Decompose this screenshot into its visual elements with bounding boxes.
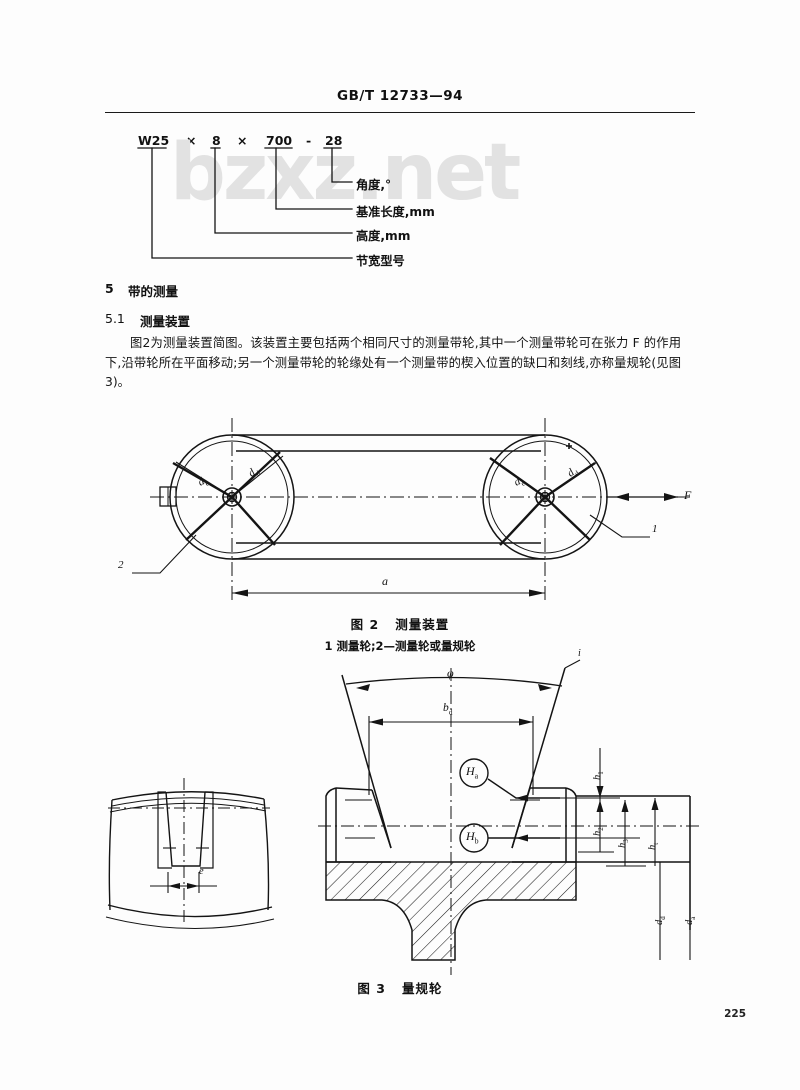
designation-part-5: - <box>306 133 312 148</box>
designation-callout-height: 高度,mm <box>356 229 411 243</box>
clause-5-1-number: 5.1 <box>105 311 125 326</box>
figure3-label-datum-width: bd <box>443 702 453 717</box>
clause-5-1-paragraph: 图2为测量装置简图。该装置主要包括两个相同尺寸的测量带轮,其中一个测量带轮可在张… <box>105 336 681 389</box>
page-number: 225 <box>724 1008 746 1020</box>
designation-part-1: × <box>186 133 197 148</box>
figure-2-caption: 图 2 测量装置 <box>350 617 450 632</box>
designation-part-2: 8 <box>212 133 221 148</box>
clause-5-title: 带的测量 <box>128 284 179 299</box>
designation-diagram: W25 × 8 × 700 - 28 <box>138 133 558 263</box>
figure3-label-H-b: Hb <box>466 829 479 846</box>
figure2-label-force-F: F <box>684 488 692 502</box>
header-rule <box>105 112 695 113</box>
figure2-callout-1: 1 <box>652 523 658 535</box>
figure-3-caption: 图 3 量规轮 <box>357 981 443 996</box>
watermark-text: bzxz.net <box>170 128 521 218</box>
designation-part-0: W25 <box>138 133 170 148</box>
designation-part-6: 28 <box>325 133 343 148</box>
figure3-label-e: e <box>199 866 204 877</box>
designation-part-3: × <box>237 133 248 148</box>
figure3-label-groove-angle: φ <box>447 666 454 680</box>
figure2-callout-2: 2 <box>118 559 124 571</box>
figure3-leader-i: i <box>578 648 581 659</box>
designation-callout-angle: 角度,° <box>356 178 392 192</box>
designation-callout-pitch-width: 节宽型号 <box>356 254 405 268</box>
figure3-label-H-a: Ha <box>466 764 479 781</box>
figure2-label-center-distance: a <box>382 574 388 588</box>
standard-number-header: GB/T 12733—94 <box>337 88 463 104</box>
figure-2-legend: 1 测量轮;2—测量轮或量规轮 <box>324 639 476 653</box>
designation-part-4: 700 <box>266 133 293 148</box>
designation-callout-datum-length: 基准长度,mm <box>356 205 435 219</box>
clause-5-1-title: 测量装置 <box>140 314 191 329</box>
clause-5-number: 5 <box>105 281 114 296</box>
